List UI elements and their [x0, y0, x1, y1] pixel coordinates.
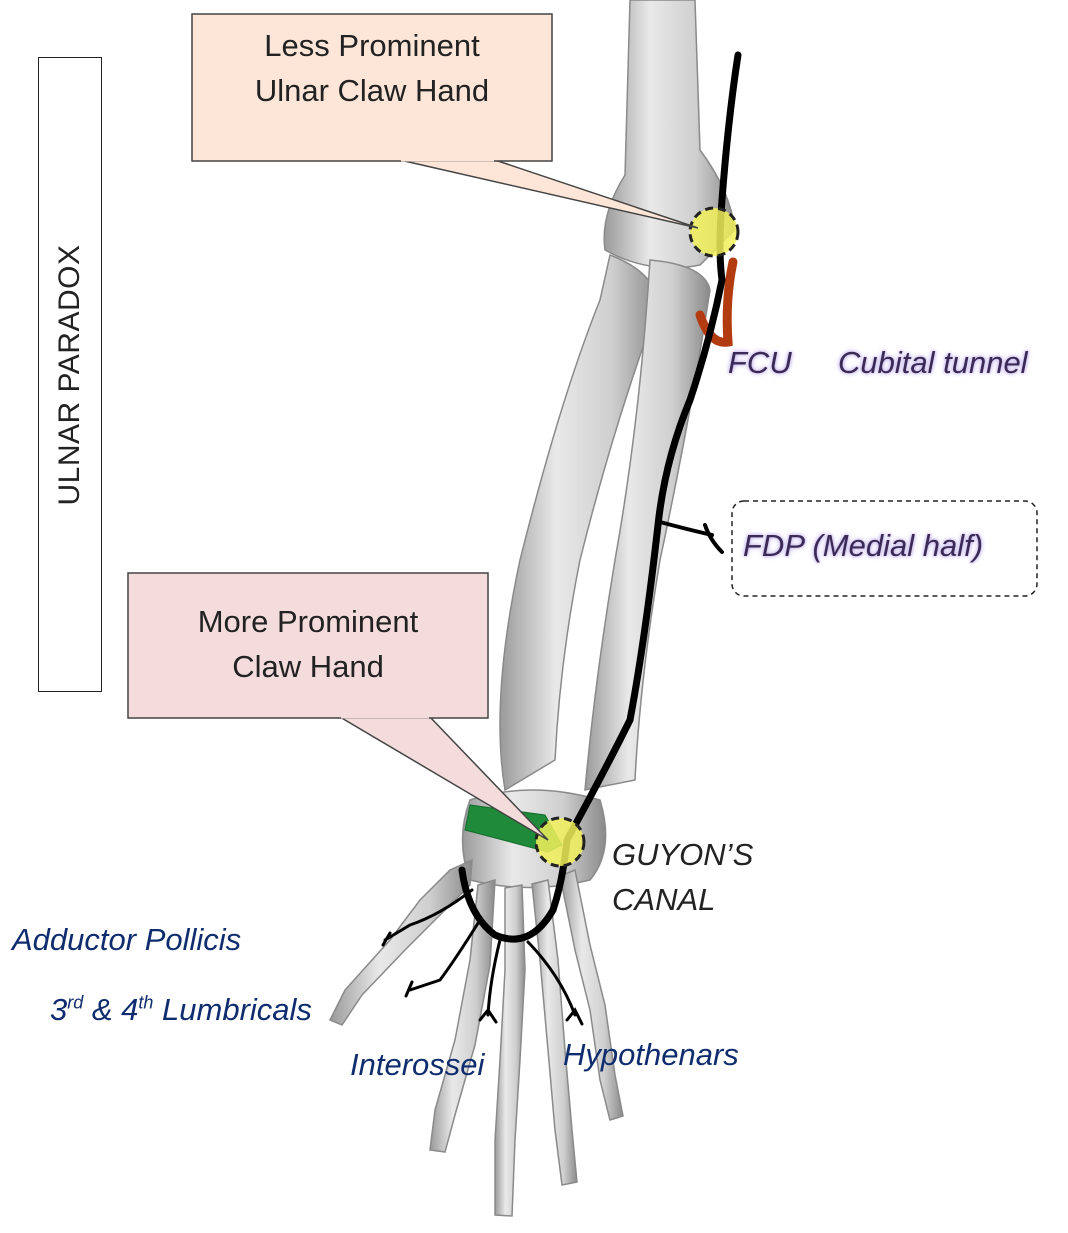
lumbricals-word: Lumbricals	[153, 992, 312, 1027]
ulnar-paradox-label: ULNAR PARADOX	[53, 244, 87, 505]
bottom-callout-line1: More Prominent	[128, 600, 488, 645]
hypothenars-label: Hypothenars	[563, 1037, 739, 1073]
interossei-label: Interossei	[350, 1047, 484, 1083]
bottom-callout-line2: Claw Hand	[128, 645, 488, 690]
guyon-compression-site	[536, 818, 584, 866]
lumbricals-num-4: & 4	[83, 992, 138, 1027]
fdp-branch	[660, 522, 722, 552]
cubital-compression-site	[690, 208, 738, 256]
guyons-canal-line2: CANAL	[612, 878, 753, 923]
cubital-tunnel-label: Cubital tunnel	[838, 345, 1028, 381]
fcu-label: FCU	[728, 345, 792, 381]
top-callout-line1: Less Prominent	[192, 24, 552, 69]
fdp-label: FDP (Medial half)	[743, 528, 983, 564]
guyons-canal-label: GUYON’S CANAL	[612, 833, 753, 923]
bottom-callout-text: More Prominent Claw Hand	[128, 600, 488, 690]
lumbricals-sup-rd: rd	[67, 993, 83, 1013]
lumbricals-num-3: 3	[50, 992, 67, 1027]
guyons-canal-line1: GUYON’S	[612, 833, 753, 878]
lumbricals-label: 3rd & 4th Lumbricals	[50, 992, 312, 1028]
ulnar-paradox-label-box: ULNAR PARADOX	[38, 57, 102, 692]
adductor-pollicis-label: Adductor Pollicis	[12, 922, 241, 958]
lumbricals-sup-th: th	[138, 993, 153, 1013]
top-callout-text: Less Prominent Ulnar Claw Hand	[192, 24, 552, 114]
top-callout-line2: Ulnar Claw Hand	[192, 69, 552, 114]
